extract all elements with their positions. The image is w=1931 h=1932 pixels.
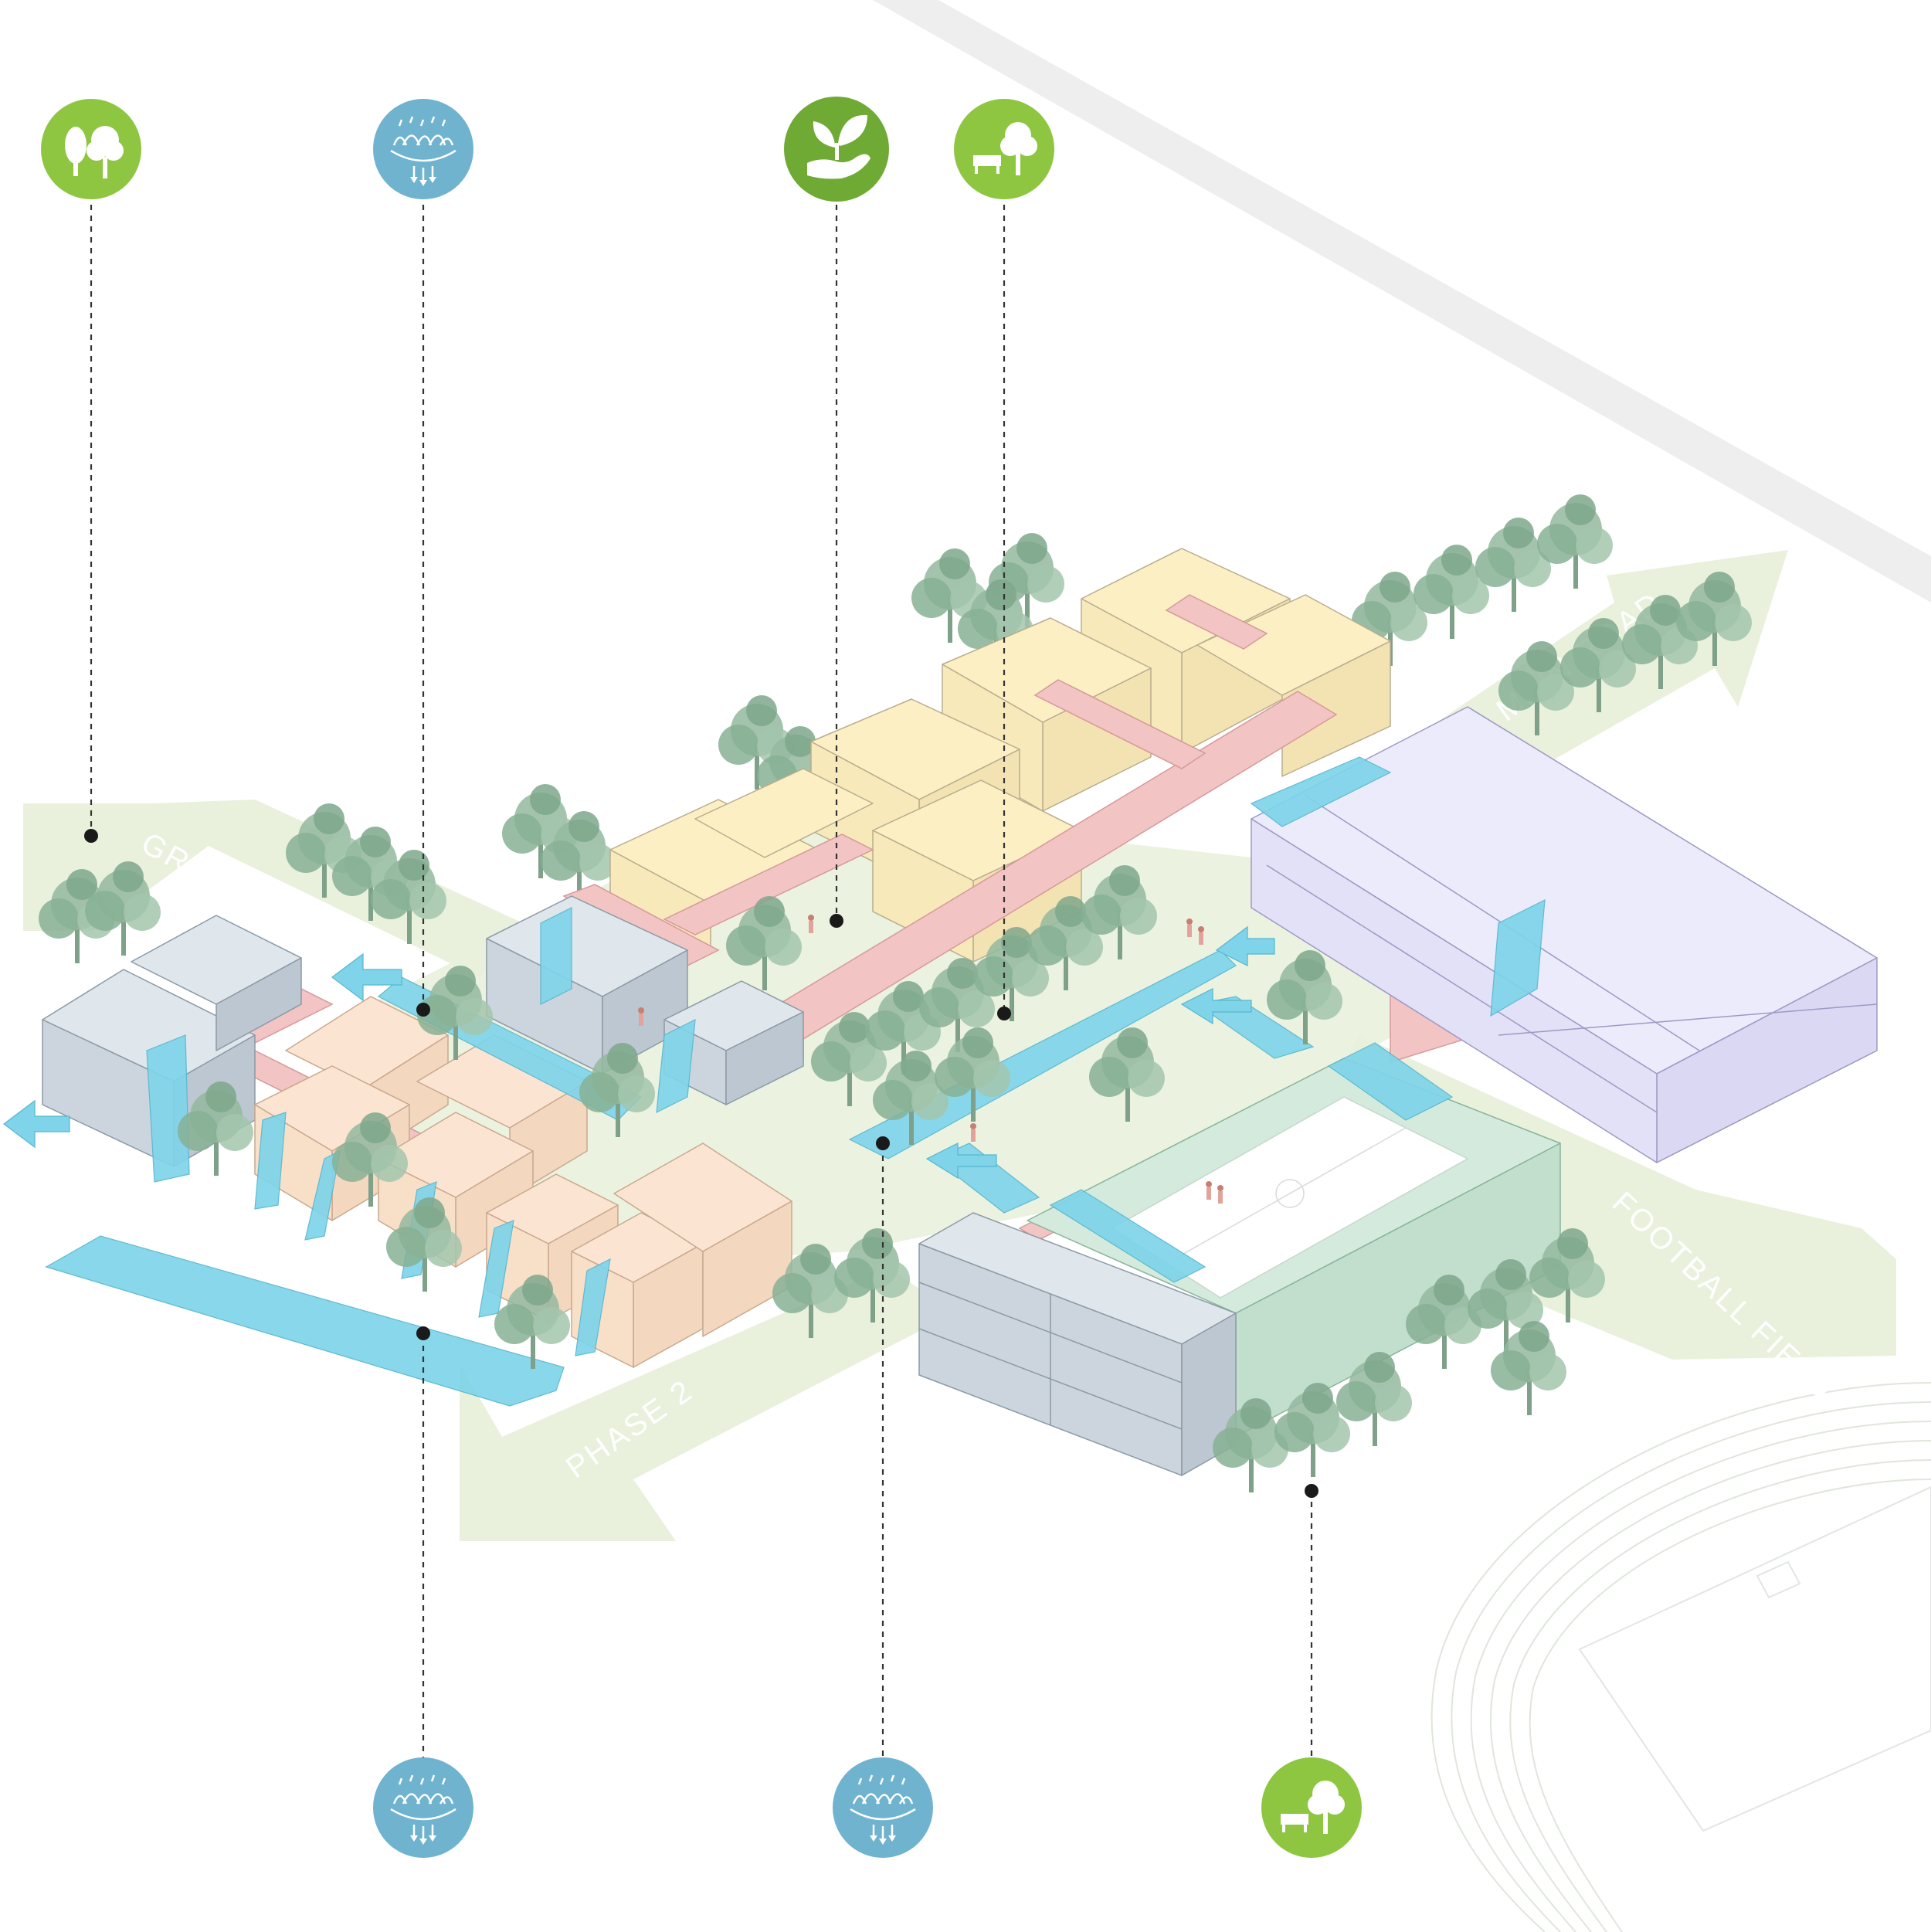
marker-dot <box>830 914 843 928</box>
marker-dot <box>876 1136 890 1150</box>
marker-dot <box>84 829 98 843</box>
running-track <box>1432 1383 1931 1932</box>
marker-dot <box>416 1003 430 1017</box>
marker-dot <box>997 1007 1011 1020</box>
marker-dot <box>1305 1484 1318 1498</box>
bench-tree-icon <box>954 99 1054 199</box>
plant-in-hand-icon <box>784 97 889 202</box>
marker-dot <box>416 1326 430 1340</box>
bench-tree-icon <box>1261 1757 1362 1858</box>
main-road-band <box>873 0 1931 603</box>
trees-icon <box>41 99 141 199</box>
tree-row-main-road <box>1352 494 1752 735</box>
rain-garden-icon <box>833 1757 933 1858</box>
rain-garden-icon <box>373 1757 473 1858</box>
rain-garden-icon <box>373 99 473 199</box>
